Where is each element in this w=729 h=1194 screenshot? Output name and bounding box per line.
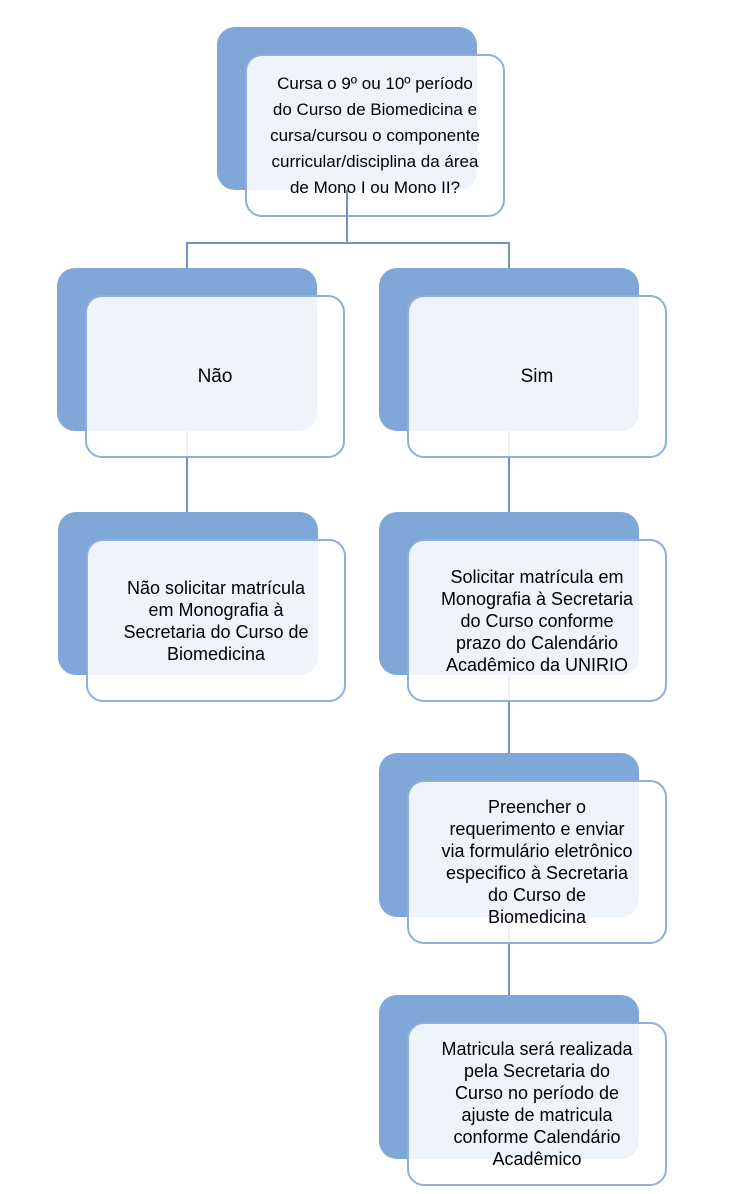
yes-action-node: Solicitar matrícula em Monografia à Secr… <box>379 512 667 702</box>
question-node-text: Cursa o 9º ou 10º período do Curso de Bi… <box>270 73 480 197</box>
connector-question-stem <box>346 190 348 244</box>
question-node: Cursa o 9º ou 10º período do Curso de Bi… <box>217 27 505 217</box>
branch-yes-node-box: Sim <box>407 295 667 458</box>
fill-form-node-text: Preencher o requerimento e enviar via fo… <box>441 797 633 927</box>
question-node-box: Cursa o 9º ou 10º período do Curso de Bi… <box>245 54 505 217</box>
connector-action-to-form <box>508 674 510 753</box>
branch-yes-node-text: Sim <box>520 365 554 387</box>
connector-branch-right-drop <box>508 242 510 268</box>
branch-no-node-box: Não <box>85 295 345 458</box>
no-action-node-text: Não solicitar matrícula em Monografia à … <box>123 577 309 664</box>
enrollment-node: Matricula será realizada pela Secretaria… <box>379 995 667 1186</box>
yes-action-node-text: Solicitar matrícula em Monografia à Secr… <box>440 566 634 675</box>
connector-form-to-enrollment <box>508 916 510 995</box>
connector-branch-horizontal <box>186 242 510 244</box>
branch-no-node: Não <box>57 268 345 458</box>
fill-form-node-box: Preencher o requerimento e enviar via fo… <box>407 780 667 944</box>
enrollment-node-box: Matricula será realizada pela Secretaria… <box>407 1022 667 1186</box>
branch-yes-node: Sim <box>379 268 667 458</box>
connector-no-to-action <box>186 431 188 512</box>
no-action-node-box: Não solicitar matrícula em Monografia à … <box>86 539 346 702</box>
fill-form-node: Preencher o requerimento e enviar via fo… <box>379 753 667 944</box>
yes-action-node-box: Solicitar matrícula em Monografia à Secr… <box>407 539 667 702</box>
connector-branch-left-drop <box>186 242 188 268</box>
branch-no-node-text: Não <box>197 365 233 387</box>
enrollment-node-text: Matricula será realizada pela Secretaria… <box>441 1039 633 1169</box>
connector-yes-to-action <box>508 431 510 512</box>
no-action-node: Não solicitar matrícula em Monografia à … <box>58 512 346 702</box>
